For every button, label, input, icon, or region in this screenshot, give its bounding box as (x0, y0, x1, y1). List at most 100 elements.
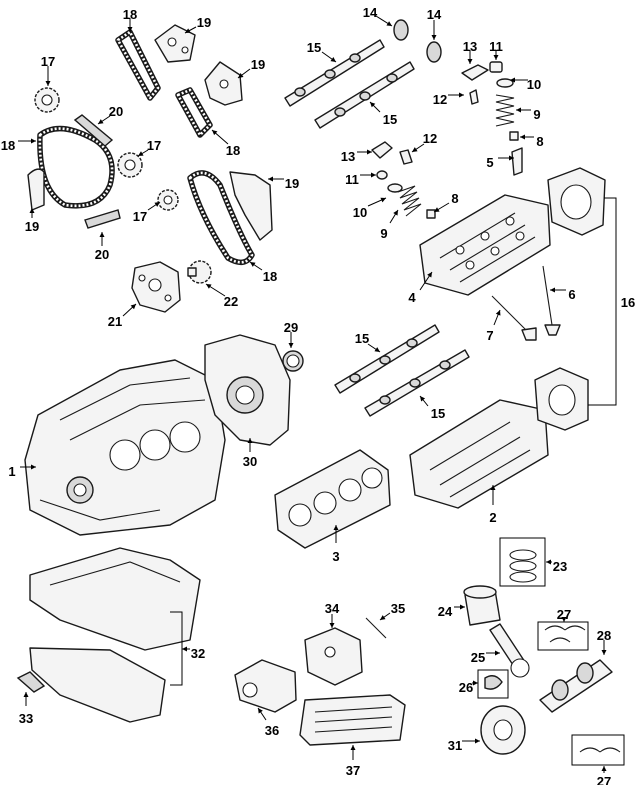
arrowhead (467, 59, 473, 64)
callout-c18d: 18 (249, 261, 277, 284)
callout-c9b: 9 (380, 209, 399, 241)
arrowhead (520, 134, 525, 140)
callout-number: 5 (486, 155, 493, 170)
arrowhead (130, 304, 136, 310)
main-bearings-lower (579, 747, 621, 753)
callout-number: 9 (533, 107, 540, 122)
callout-c1: 1 (8, 464, 36, 479)
arrowhead (516, 107, 521, 113)
cam-cover-upper (547, 167, 606, 236)
main-bearings-upper (544, 625, 586, 643)
cylinder-head-upper (419, 194, 551, 296)
callout-number: 25 (471, 650, 485, 665)
callout-number: 13 (463, 39, 477, 54)
arrowhead (258, 708, 263, 714)
box-27a (537, 621, 589, 651)
callout-c13b: 13 (341, 149, 372, 164)
arrowhead (350, 745, 356, 750)
callout-c17a: 17 (41, 54, 55, 86)
rocker-arm-upper (461, 64, 489, 81)
callout-c10b: 10 (353, 197, 387, 220)
callout-number: 28 (597, 628, 611, 643)
callout-c11a: 11 (489, 39, 503, 60)
callout-number: 2 (489, 510, 496, 525)
callout-number: 30 (243, 454, 257, 469)
oil-cooler (299, 694, 406, 746)
arrowhead (473, 680, 478, 686)
callout-c20b: 20 (95, 232, 109, 262)
arrowhead (330, 57, 336, 62)
oil-pump-body (131, 261, 181, 313)
oil-pump (304, 627, 363, 686)
cam-cover-lower (534, 367, 589, 431)
arrowhead (380, 197, 386, 203)
valve-intake (491, 295, 537, 341)
arrowhead (333, 525, 339, 530)
callout-c22: 22 (205, 283, 238, 309)
callout-c12b: 12 (411, 131, 437, 153)
callout-c15c: 15 (355, 331, 381, 353)
callout-number: 15 (383, 112, 397, 127)
camshaft-lower-1 (334, 324, 440, 394)
chain-tensioner-upper (73, 114, 114, 147)
callout-c33: 33 (19, 692, 33, 726)
callout-number: 19 (25, 219, 39, 234)
callout-number: 10 (527, 77, 541, 92)
callout-c3: 3 (332, 525, 340, 564)
cam-sprocket-b (426, 41, 442, 63)
timing-chain-left (37, 125, 115, 209)
arrowhead (509, 155, 514, 161)
arrowhead (495, 310, 501, 316)
callout-number: 18 (226, 143, 240, 158)
arrowhead (99, 232, 105, 237)
valve-retainer-lower (387, 183, 403, 193)
callout-number: 22 (224, 294, 238, 309)
callout-number: 31 (448, 738, 462, 753)
timing-cover (204, 334, 291, 446)
sprocket-left (34, 87, 60, 113)
camshaft-lower-2 (364, 349, 470, 417)
callout-c7: 7 (486, 309, 501, 343)
arrowhead (98, 119, 104, 124)
arrowhead (475, 738, 480, 744)
callout-number: 13 (341, 149, 355, 164)
callout-number: 1 (8, 464, 15, 479)
arrowhead (238, 73, 244, 78)
arrowhead (431, 35, 437, 40)
callout-number: 6 (568, 287, 575, 302)
callout-c27b: 27 (597, 766, 611, 785)
callout-c9a: 9 (516, 107, 541, 122)
cylinder-head-lower (409, 399, 549, 509)
callout-number: 16 (621, 295, 635, 310)
valve-retainer-upper (496, 78, 514, 88)
arrowhead (561, 617, 567, 622)
engine-block (24, 359, 226, 536)
arrowhead (268, 176, 273, 182)
arrowhead (329, 623, 335, 628)
valve-keeper-upper (509, 131, 519, 141)
callout-number: 17 (133, 209, 147, 224)
water-pump (234, 659, 297, 713)
arrowhead (127, 27, 133, 32)
callout-number: 8 (536, 134, 543, 149)
piston-rings (509, 549, 537, 583)
arrowhead (23, 692, 29, 697)
callout-number: 14 (427, 7, 442, 22)
callout-number: 8 (451, 191, 458, 206)
callout-c12a: 12 (433, 92, 464, 107)
rocker-arm-lower (371, 141, 393, 159)
callout-c6: 6 (550, 287, 576, 302)
callout-c21: 21 (108, 303, 137, 329)
arrowhead (427, 272, 432, 278)
arrowhead (393, 210, 398, 216)
callout-number: 37 (346, 763, 360, 778)
arrowhead (212, 130, 218, 136)
callout-c25: 25 (471, 650, 500, 665)
arrowhead (495, 650, 500, 656)
callout-c18b: 18 (1, 138, 36, 153)
callout-c20a: 20 (97, 104, 123, 125)
callout-number: 36 (265, 723, 279, 738)
callout-number: 7 (486, 328, 493, 343)
arrowhead (138, 151, 144, 156)
